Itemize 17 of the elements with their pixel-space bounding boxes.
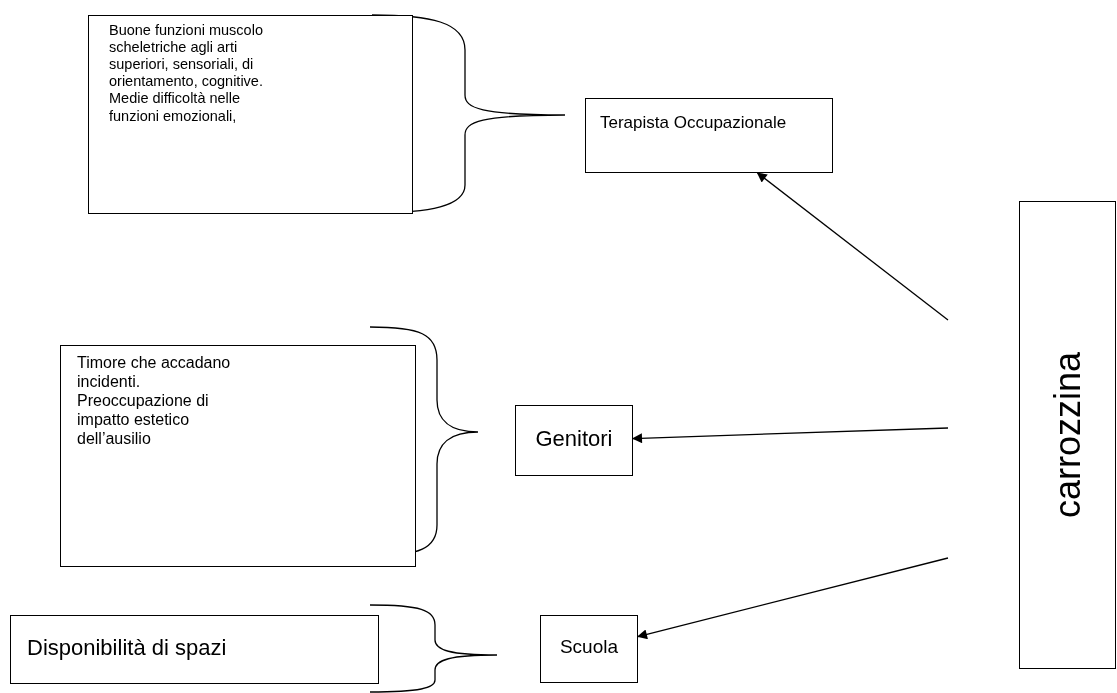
text-box: [88, 15, 413, 214]
arrow: [632, 427, 949, 444]
text-box: [585, 98, 833, 173]
box-label: carrozzina: [1046, 351, 1089, 519]
text-box: [1019, 201, 1116, 669]
text-box: [60, 345, 416, 567]
box-label: Disponibilità di spazi: [27, 635, 228, 661]
box-label: Buone funzioni muscolo scheletriche agli arti superiori, sensoriali, di orientamento, cognitive. Medie difficoltà nelle funzioni emozionali,: [109, 22, 264, 125]
arrow: [637, 557, 949, 640]
box-label: Terapista Occupazionale: [600, 113, 788, 134]
box-label: Timore che accadano incidenti. Preoccupazione di impatto estetico dell’ausilio: [77, 354, 232, 449]
text-box: [540, 615, 638, 683]
arrow: [756, 172, 949, 321]
box-label: Scuola: [558, 636, 620, 659]
box-label: Genitori: [534, 426, 614, 452]
text-box: [515, 405, 633, 476]
text-box: [10, 615, 379, 684]
